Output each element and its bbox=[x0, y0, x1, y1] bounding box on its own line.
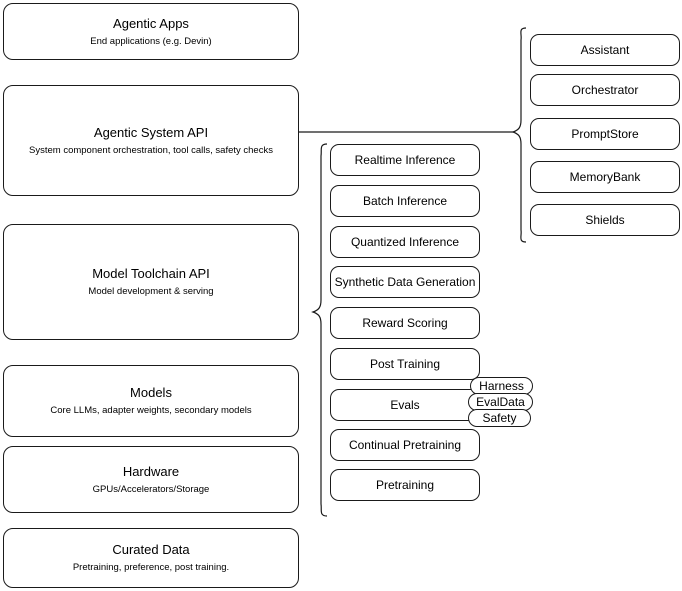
layer-model-toolchain-api[interactable]: Model Toolchain API Model development & … bbox=[3, 224, 299, 340]
toolchain-item-realtime-inference[interactable]: Realtime Inference bbox=[330, 144, 480, 176]
layer-agentic-system-api[interactable]: Agentic System API System component orch… bbox=[3, 85, 299, 196]
eval-pill-label: EvalData bbox=[476, 395, 525, 409]
system-item-label: Orchestrator bbox=[571, 83, 639, 97]
system-item-label: MemoryBank bbox=[569, 170, 641, 184]
eval-pill-label: Safety bbox=[482, 411, 517, 425]
system-item-label: PromptStore bbox=[571, 127, 639, 141]
toolchain-item-evals[interactable]: Evals bbox=[330, 389, 480, 421]
toolchain-item-label: Quantized Inference bbox=[350, 235, 460, 249]
toolchain-item-label: Batch Inference bbox=[362, 194, 448, 208]
system-item-orchestrator[interactable]: Orchestrator bbox=[530, 74, 680, 106]
system-item-label: Assistant bbox=[580, 43, 630, 57]
toolchain-item-quantized-inference[interactable]: Quantized Inference bbox=[330, 226, 480, 258]
toolchain-item-pretraining[interactable]: Pretraining bbox=[330, 469, 480, 501]
layer-title: Hardware bbox=[122, 463, 180, 479]
system-item-memorybank[interactable]: MemoryBank bbox=[530, 161, 680, 193]
toolchain-item-reward-scoring[interactable]: Reward Scoring bbox=[330, 307, 480, 339]
toolchain-item-label: Synthetic Data Generation bbox=[334, 275, 476, 289]
layer-title: Models bbox=[130, 385, 172, 400]
toolchain-item-label: Continual Pretraining bbox=[348, 438, 462, 452]
layer-subtitle: End applications (e.g. Devin) bbox=[90, 35, 212, 47]
layer-agentic-apps[interactable]: Agentic Apps End applications (e.g. Devi… bbox=[3, 3, 299, 60]
system-item-promptstore[interactable]: PromptStore bbox=[530, 118, 680, 150]
layer-subtitle: Core LLMs, adapter weights, secondary mo… bbox=[50, 405, 252, 416]
layer-title: Agentic System API bbox=[93, 124, 209, 140]
layer-models[interactable]: Models Core LLMs, adapter weights, secon… bbox=[3, 365, 299, 437]
layer-curated-data[interactable]: Curated Data Pretraining, preference, po… bbox=[3, 528, 299, 588]
eval-pill-safety[interactable]: Safety bbox=[468, 409, 531, 427]
layer-title: Curated Data bbox=[112, 542, 190, 557]
toolchain-item-continual-pretraining[interactable]: Continual Pretraining bbox=[330, 429, 480, 461]
toolchain-item-label: Evals bbox=[390, 398, 420, 412]
system-item-label: Shields bbox=[585, 213, 625, 227]
toolchain-item-label: Reward Scoring bbox=[362, 316, 448, 330]
layer-subtitle: Pretraining, preference, post training. bbox=[72, 562, 230, 573]
layer-subtitle: Model development & serving bbox=[88, 286, 214, 297]
brace-system-components bbox=[511, 27, 527, 243]
eval-pill-label: Harness bbox=[479, 379, 524, 393]
layer-title: Model Toolchain API bbox=[92, 266, 210, 281]
layer-subtitle: System component orchestration, tool cal… bbox=[29, 144, 273, 156]
layer-title: Agentic Apps bbox=[113, 15, 189, 31]
toolchain-item-label: Realtime Inference bbox=[354, 153, 456, 167]
toolchain-item-synthetic-data-generation[interactable]: Synthetic Data Generation bbox=[330, 266, 480, 298]
toolchain-item-post-training[interactable]: Post Training bbox=[330, 348, 480, 380]
system-item-shields[interactable]: Shields bbox=[530, 204, 680, 236]
system-item-assistant[interactable]: Assistant bbox=[530, 34, 680, 66]
layer-subtitle: GPUs/Accelerators/Storage bbox=[92, 483, 210, 495]
layer-hardware[interactable]: Hardware GPUs/Accelerators/Storage bbox=[3, 446, 299, 513]
toolchain-item-label: Pretraining bbox=[375, 478, 435, 492]
toolchain-item-batch-inference[interactable]: Batch Inference bbox=[330, 185, 480, 217]
brace-toolchain-components bbox=[311, 143, 328, 517]
toolchain-item-label: Post Training bbox=[369, 357, 441, 371]
